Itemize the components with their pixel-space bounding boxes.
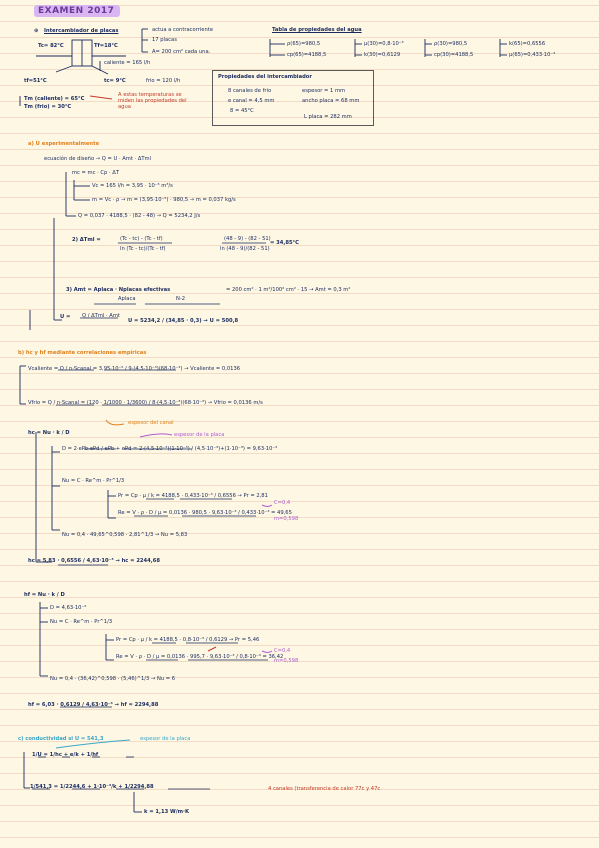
dtml-numerator-values: (48 - 9) - (82 - 51) [224, 236, 271, 242]
tc-out: tc= 9°C [104, 78, 126, 84]
dtml-denominator-values: ln (48 - 9)/(82 - 51) [220, 246, 270, 252]
design-equation: ecuación de diseño → Q = U · Amt · ΔTml [44, 156, 152, 162]
section-a-heading: a) U experimentalmente [28, 141, 100, 147]
area-sub-n: N-2 [176, 296, 186, 302]
section-c-heading: c) conductividad si U = 541,3 [18, 736, 104, 742]
hf-constant: m=0,598 [274, 658, 299, 664]
water-prop: ρ(65)=980,5 [287, 41, 321, 47]
exchanger-prop: 8 = 45°C [230, 108, 254, 114]
hf-value: hf = 6,03 · 0,6129 / 4,63·10⁻³ → hf = 22… [28, 702, 159, 708]
counterflow-note: actua a contracorriente [152, 27, 214, 33]
espesor-canal-note: espesor del canal [128, 420, 174, 426]
tc-in: Tc= 82°C [38, 43, 64, 49]
u-value: U = 5234,2 / (34,85 · 0,3) → U = 500,8 [128, 318, 239, 324]
conductivity-values: 1/541,3 = 1/2244,6 + 1·10⁻³/k + 1/2294,8… [30, 784, 154, 790]
page-title: EXAMEN 2017 [34, 5, 121, 17]
exchanger-prop: espesor = 1 mm [302, 88, 346, 94]
hot-mass-flow: m = Vc · ρ → m = (3,95·10⁻⁵) · 980,5 → m… [92, 197, 236, 203]
hf-diameter: D = 4,63·10⁻³ [50, 605, 87, 611]
water-prop: cp(65)=4188,5 [287, 52, 327, 58]
tm-cold: Tm (frio) = 30°C [24, 104, 72, 110]
hf-nusselt-value: Nu = 0,4 · (36,42)^0,598 · (5,46)^1/3 → … [50, 676, 176, 682]
plate-area: A= 200 cm² cada una. [152, 49, 211, 55]
conductivity-result: k = 1,13 W/m·K [144, 809, 190, 815]
dtml-result: = 34,85°C [270, 240, 299, 246]
remark: 4 canales (transferencia de calor 77c y … [268, 786, 381, 792]
nusselt-correlation: Nu = C · Re^m · Pr^1/3 [62, 478, 125, 484]
dtml-denominator: ln (Tc - tc)/(Tc - tf) [120, 246, 166, 252]
water-props-title: Tabla de propiedades del agua [272, 27, 362, 33]
water-prop: ρ(30)=980,5 [434, 41, 468, 47]
espesor-placa-note-c: espesor de la placa [140, 736, 191, 742]
water-prop: μ(65)=0,433·10⁻³ [509, 52, 556, 58]
nusselt-value: Nu = 0,4 · 49,65^0,598 · 2,81^1/3 → Nu =… [62, 532, 188, 538]
exchanger-prop: e canal = 4,5 mm [228, 98, 275, 104]
conductivity-equation: 1/U = 1/hc + e/k + 1/hf [32, 752, 99, 758]
reynolds: Re = V · ρ · D / μ = 0,0136 · 980,5 · 9,… [118, 510, 292, 516]
hf-constant: C=0,4 [274, 648, 291, 654]
dtml-numerator: (Tc - tc) - (Tc - tf) [120, 236, 163, 242]
u-label: U = [60, 314, 71, 320]
cold-velocity: Vfrio = Q / n·Scanal = (120 · 1/1000 · 1… [28, 400, 263, 406]
area-label: 3) Amt = Aplaca · Nplacas efectivas [66, 287, 171, 293]
hf-reynolds: Re = V · ρ · D / μ = 0,0136 · 995,7 · 9,… [116, 654, 284, 660]
problem-number: ⊕ [34, 28, 39, 34]
espesor-placa-note: espesor de la placa [174, 432, 225, 438]
hf-prandtl: Pr = Cp · μ / k = 4188,5 · 0,8·10⁻³ / 0,… [116, 637, 260, 643]
hf-nusselt-correlation: Nu = C · Re^m · Pr^1/3 [50, 619, 113, 625]
dtml-label: 2) ΔTml = [72, 237, 101, 243]
water-prop: μ(30)=0,8·10⁻³ [364, 41, 404, 47]
hf-label: hf = Nu · k / D [24, 592, 65, 598]
hydraulic-diameter: D = 2·ePb·ePd / ePb + ePd = 2·(4,5·10⁻³)… [62, 446, 278, 452]
exchanger-prop: ancho placa = 68 mm [302, 98, 360, 104]
exchanger-props-title: Propiedades del intercambiador [218, 74, 312, 80]
tm-hot: Tm (caliente) = 65°C [24, 96, 85, 102]
water-prop: k(65)=0,6556 [509, 41, 546, 47]
problem-title: Intercambiador de placas [44, 28, 119, 34]
tf-in: Tf=18°C [94, 43, 118, 49]
plates-count: 17 placas [152, 37, 177, 43]
section-b-heading: b) hc y hf mediante correlaciones empíri… [18, 350, 147, 356]
cold-flow: frio = 120 l/h [146, 78, 181, 84]
exchanger-prop: 8 canales de frio [228, 88, 272, 94]
hot-volume-flow: Vc = 165 l/h = 3,95 · 10⁻⁵ m³/s [92, 183, 173, 189]
hot-velocity: Vcaliente = Q / n·Scanal = 3,95·10⁻⁵ / 9… [28, 366, 241, 372]
water-prop: k(30)=0,6129 [364, 52, 401, 58]
tm-note: A estas temperaturas se miden las propie… [118, 92, 187, 110]
hc-value: hc = 5,83 · 0,6556 / 4,63·10⁻³ → hc = 22… [28, 558, 160, 564]
heat-value: Q = 0,037 · 4188,5 · (82 - 48) → Q = 523… [78, 213, 201, 219]
water-prop: cp(30)=4188,5 [434, 52, 474, 58]
constant: C=0,4 [274, 500, 291, 506]
exchanger-prop: L placa = 282 mm [304, 114, 352, 120]
u-equation: Q / ΔTml · Amt [82, 313, 120, 319]
prandtl: Pr = Cp · μ / k = 4188,5 · 0,433·10⁻³ / … [118, 493, 268, 499]
exchanger-props-box [212, 70, 374, 126]
tf-out: tf=51°C [24, 78, 47, 84]
area-sub-plate: Aplaca [118, 296, 136, 302]
hot-flow: caliente = 165 l/h [104, 60, 151, 66]
hc-label: hc = Nu · k / D [28, 430, 70, 436]
heat-equation: mc = mc · Cp · ΔT [72, 170, 119, 176]
constant: m=0,598 [274, 516, 299, 522]
area-equation: = 200 cm² · 1 m²/100² cm² · 15 → Amt = 0… [226, 287, 351, 293]
